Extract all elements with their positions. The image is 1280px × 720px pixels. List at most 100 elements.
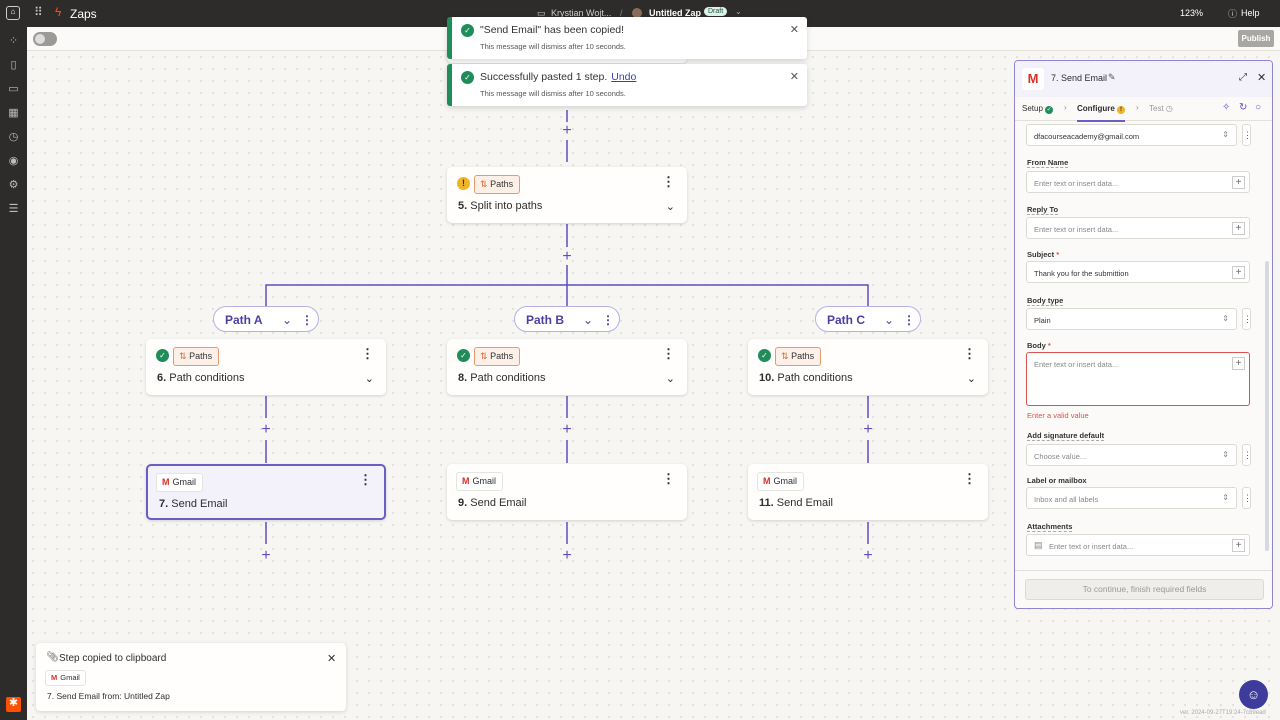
more-options-icon[interactable]: ⋮: [662, 174, 675, 189]
calendar-icon[interactable]: ▦: [8, 107, 19, 119]
edit-pencil-icon[interactable]: ✎: [1108, 72, 1116, 82]
file-icon[interactable]: ▯: [10, 59, 17, 71]
close-icon[interactable]: ✕: [327, 653, 337, 665]
attachments-input[interactable]: ▤Enter text or insert data...+: [1026, 534, 1250, 556]
zapier-logo-icon[interactable]: ✱: [6, 697, 21, 712]
folder-name[interactable]: Krystian Wojt...: [551, 8, 612, 18]
more-options-icon: ⋮: [301, 313, 313, 327]
ai-sparkle-icon[interactable]: ✧: [1222, 102, 1231, 113]
more-options-icon[interactable]: ⋮: [963, 471, 976, 486]
more-options-icon[interactable]: ⋮: [361, 346, 374, 361]
chevron-down-icon[interactable]: ⌄: [735, 7, 742, 16]
close-icon[interactable]: ✕: [789, 24, 799, 36]
settings-icon[interactable]: ⚙: [8, 179, 19, 191]
path-b-label[interactable]: Path B⌄⋮: [514, 306, 620, 332]
publish-button[interactable]: Publish: [1238, 30, 1274, 47]
continue-button[interactable]: To continue, finish required fields: [1025, 579, 1264, 600]
apps-grid-icon[interactable]: ⠿: [34, 5, 43, 19]
more-options-icon[interactable]: ⋮: [963, 346, 976, 361]
zap-on-off-toggle[interactable]: [33, 32, 57, 46]
chevron-down-icon[interactable]: ⌄: [665, 373, 675, 385]
add-step-button[interactable]: +: [562, 122, 572, 139]
app-name[interactable]: Zaps: [70, 7, 97, 21]
search-icon[interactable]: ○: [1255, 102, 1262, 113]
label-mailbox-label: Label or mailbox: [1027, 476, 1087, 485]
expand-icon[interactable]: ⤢: [1239, 72, 1247, 83]
add-step-button[interactable]: +: [261, 547, 271, 564]
check-icon: ✓: [1045, 106, 1054, 114]
toast-copied: ✓ "Send Email" has been copied! This mes…: [447, 17, 807, 59]
subject-input[interactable]: Thank you for the submittion+: [1026, 261, 1250, 283]
tab-configure[interactable]: Configure !: [1077, 104, 1126, 122]
close-icon[interactable]: ✕: [1257, 72, 1267, 84]
more-options-icon[interactable]: ⋮: [1242, 308, 1252, 330]
add-step-button[interactable]: +: [261, 421, 271, 438]
add-step-button[interactable]: +: [562, 421, 572, 438]
account-select[interactable]: dfacourseacademy@gmail.com⇕: [1026, 124, 1237, 146]
apps-icon[interactable]: ⁘: [8, 35, 19, 47]
comment-icon[interactable]: ▭: [8, 83, 19, 95]
chevron-right-icon: ›: [1064, 103, 1067, 112]
app-badge: ⇅ Paths: [775, 347, 822, 366]
path-a-label[interactable]: Path A⌄⋮: [213, 306, 319, 332]
app-badge: ⇅ Paths: [474, 175, 521, 194]
tab-test[interactable]: Test ◷: [1149, 104, 1173, 113]
reply-to-input[interactable]: Enter text or insert data...+: [1026, 217, 1250, 239]
zap-name[interactable]: Untitled Zap: [649, 8, 701, 18]
body-type-select[interactable]: Plain⇕: [1026, 308, 1237, 330]
more-options-icon[interactable]: ⋮: [1242, 124, 1252, 146]
status-icon[interactable]: ◉: [8, 155, 19, 167]
insert-data-plus-icon: +: [1232, 357, 1245, 370]
more-options-icon[interactable]: ⋮: [662, 346, 675, 361]
versions-icon[interactable]: ☰: [8, 203, 19, 215]
from-name-input[interactable]: Enter text or insert data...+: [1026, 171, 1250, 193]
check-icon: ✓: [457, 349, 470, 362]
refresh-icon[interactable]: ↻: [1239, 102, 1248, 113]
path-c-label[interactable]: Path C⌄⋮: [815, 306, 921, 332]
chevron-down-icon: ⌄: [884, 313, 895, 327]
tab-setup[interactable]: Setup ✓: [1022, 104, 1054, 114]
step-card-path-conditions[interactable]: ✓ ⇅ Paths ⋮ 10. Path conditions ⌄: [748, 339, 988, 395]
label-mailbox-select[interactable]: Inbox and all labels⇕: [1026, 487, 1237, 509]
clipboard-title: Step copied to clipboard: [59, 653, 167, 664]
more-options-icon[interactable]: ⋮: [359, 472, 372, 487]
toast-subtext: This message will dismiss after 10 secon…: [480, 89, 626, 98]
history-icon[interactable]: ◷: [8, 131, 19, 143]
chevron-down-icon[interactable]: ⌄: [966, 373, 976, 385]
step-card-path-conditions[interactable]: ✓ ⇅ Paths ⋮ 8. Path conditions ⌄: [447, 339, 687, 395]
zoom-level[interactable]: 123%: [1180, 8, 1204, 18]
add-step-button[interactable]: +: [863, 421, 873, 438]
check-icon: ✓: [461, 24, 474, 37]
chevron-down-icon[interactable]: ⌄: [665, 201, 675, 213]
clipboard-detail: 7. Send Email from: Untitled Zap: [47, 691, 170, 701]
body-textarea[interactable]: Enter text or insert data...+: [1026, 352, 1250, 406]
step-title: 9. Send Email: [458, 497, 527, 509]
step-card-path-conditions[interactable]: ✓ ⇅ Paths ⋮ 6. Path conditions ⌄: [146, 339, 386, 395]
add-step-button[interactable]: +: [863, 547, 873, 564]
more-options-icon[interactable]: ⋮: [1242, 487, 1252, 509]
home-icon[interactable]: ⌂: [6, 6, 20, 20]
warning-icon: !: [457, 177, 470, 190]
panel-title[interactable]: 7. Send Email: [1051, 73, 1108, 83]
help-button[interactable]: Help: [1241, 8, 1260, 18]
support-chat-button[interactable]: ☺: [1239, 680, 1268, 709]
more-options-icon[interactable]: ⋮: [662, 471, 675, 486]
signature-select[interactable]: Choose value...⇕: [1026, 444, 1237, 466]
scrollbar[interactable]: [1265, 261, 1269, 551]
undo-link[interactable]: Undo: [611, 71, 637, 83]
chevron-down-icon[interactable]: ⌄: [364, 373, 374, 385]
add-step-button[interactable]: +: [562, 547, 572, 564]
file-icon: ▤: [1034, 540, 1043, 550]
step-card-split[interactable]: ! ⇅ Paths ⋮ 5. Split into paths ⌄: [447, 167, 687, 223]
more-options-icon[interactable]: ⋮: [1242, 444, 1252, 466]
add-step-button[interactable]: +: [562, 248, 572, 265]
gmail-icon: M: [1022, 68, 1044, 90]
close-icon[interactable]: ✕: [789, 71, 799, 83]
step-title: 5. Split into paths: [458, 200, 543, 212]
